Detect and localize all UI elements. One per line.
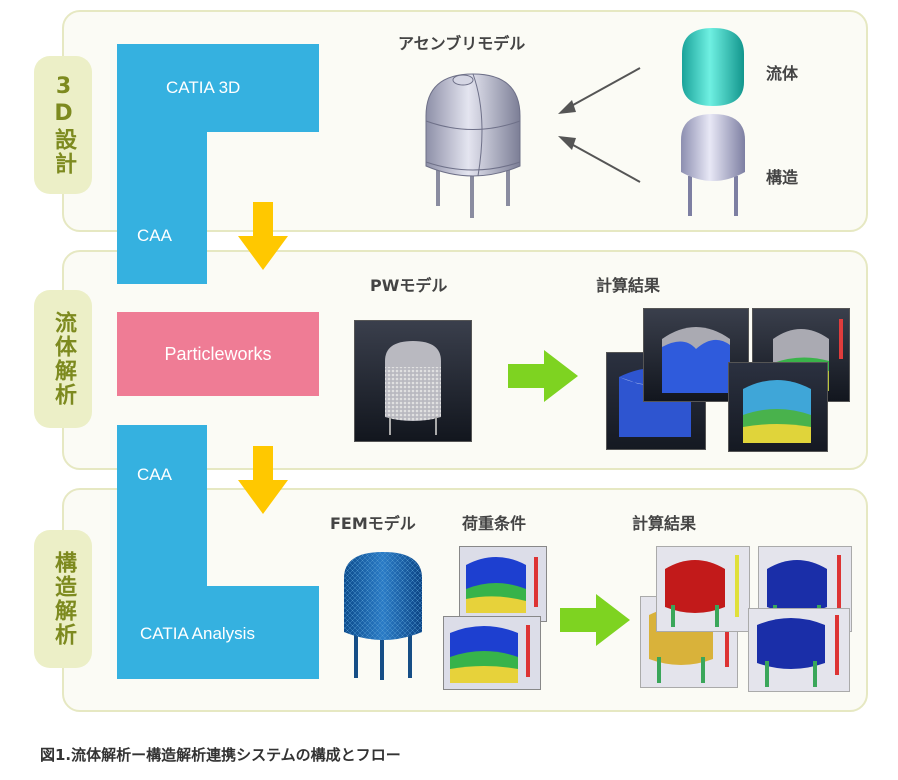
stage-tag-fluid-analysis: 流体解析 (34, 290, 92, 428)
caa-top-label: CAA (137, 226, 172, 245)
struct-calc-result-label: 計算結果 (632, 514, 697, 533)
merge-arrows-icon (558, 67, 641, 183)
catia3d-label: CATIA 3D (166, 78, 241, 97)
right-arrow-icon (508, 350, 578, 402)
catia3d-block-top (117, 44, 319, 132)
struct-result-image-4 (748, 608, 850, 692)
fluid-part-image (682, 28, 744, 106)
structure-part-image (681, 114, 745, 216)
caa-block-stem (117, 130, 207, 284)
down-arrow-icon (238, 202, 288, 270)
fem-model-image (344, 552, 422, 680)
assembly-model-label: アセンブリモデル (398, 34, 526, 53)
assembly-tank-image (425, 73, 521, 218)
figure-caption: 図1.流体解析ー構造解析連携システムの構成とフロー (40, 746, 401, 764)
catia-analysis-label: CATIA Analysis (140, 624, 255, 643)
stage-tag-structure-analysis: 構造解析 (34, 530, 92, 668)
fluid-calc-result-label: 計算結果 (596, 276, 661, 295)
particleworks-block: Particleworks (117, 312, 319, 396)
pw-model-image (354, 320, 472, 442)
fluid-part-label: 流体 (766, 64, 799, 83)
load-condition-label: 荷重条件 (462, 514, 527, 533)
fluid-result-image-2 (643, 308, 749, 402)
pw-model-label: PWモデル (370, 276, 448, 295)
load-condition-image-1 (459, 546, 547, 622)
fluid-result-image-4 (728, 362, 828, 452)
right-arrow-icon (560, 594, 630, 646)
caa-bottom-label: CAA (137, 465, 172, 484)
struct-result-image-2 (656, 546, 750, 632)
structure-part-label: 構造 (766, 168, 799, 187)
fem-model-label: FEMモデル (330, 514, 416, 533)
stage-tag-3d-design: 3D設計 (34, 56, 92, 194)
catia-analysis-block (117, 586, 319, 679)
load-condition-image-2 (443, 616, 541, 690)
down-arrow-icon (238, 446, 288, 514)
